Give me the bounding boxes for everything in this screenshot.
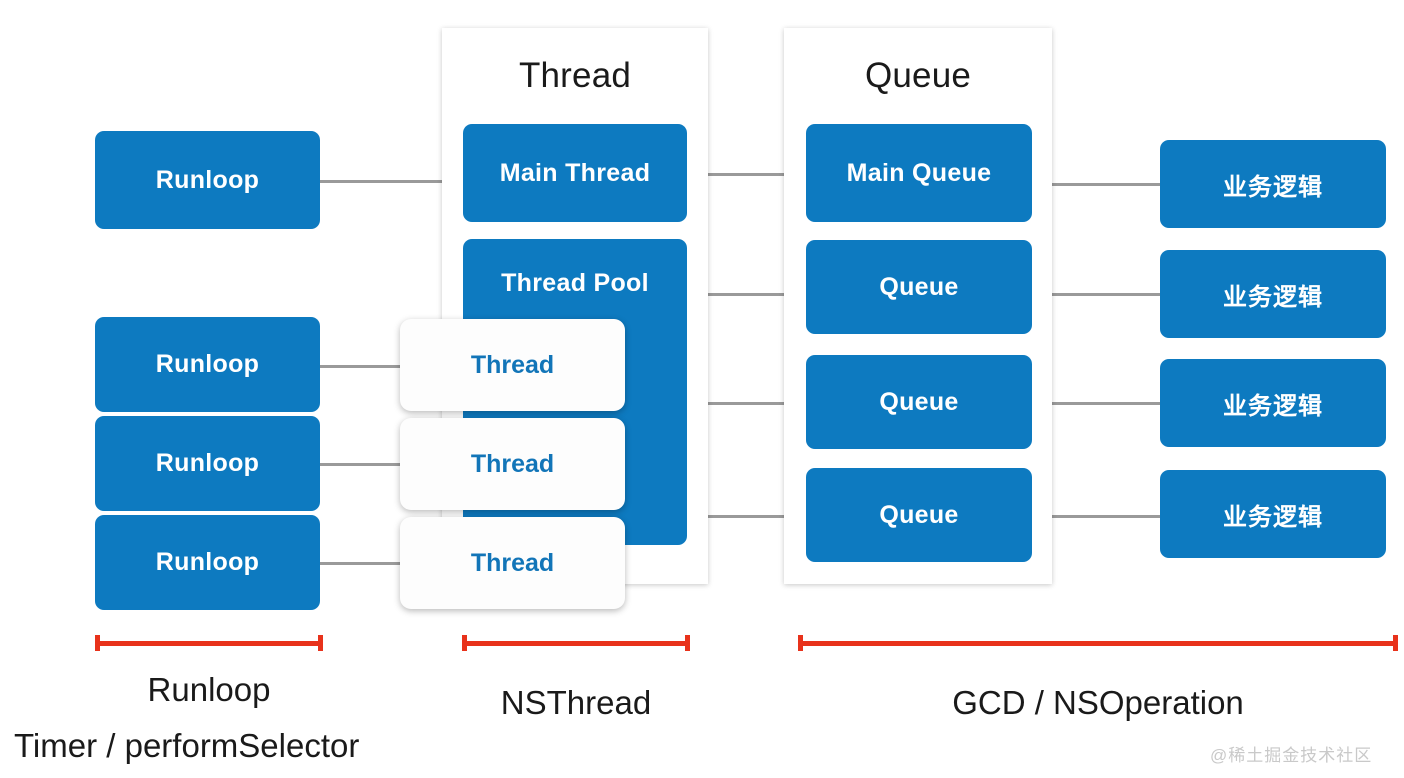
bracket-label-runloop: Runloop <box>147 671 271 708</box>
queue-box-1[interactable]: Queue <box>806 240 1032 334</box>
queue-box-3[interactable]: Queue <box>806 468 1032 562</box>
business-logic-box-3[interactable]: 业务逻辑 <box>1160 359 1386 447</box>
queue-panel-title: Queue <box>864 56 972 95</box>
runloop-box-1[interactable]: Runloop <box>95 131 320 229</box>
connector-mainqueue-business1 <box>1024 183 1172 186</box>
bracket-bar <box>462 641 690 646</box>
bracket-bar <box>95 641 323 646</box>
connector-runloop1-mainthread <box>310 180 478 183</box>
thread-card-2[interactable]: Thread <box>400 418 625 510</box>
bracket-runloop <box>95 635 323 651</box>
bracket-label-nsthread: NSThread <box>500 684 652 721</box>
bracket-cap-left <box>95 635 100 651</box>
bracket-gcd-nsoperation <box>798 635 1398 651</box>
connector-runloop3-thread2 <box>310 463 410 466</box>
connector-pool-queue2 <box>678 402 818 405</box>
business-logic-box-4[interactable]: 业务逻辑 <box>1160 470 1386 558</box>
bracket-nsthread <box>462 635 690 651</box>
bracket-bar <box>798 641 1398 646</box>
runloop-box-2[interactable]: Runloop <box>95 317 320 412</box>
thread-panel-title: Thread <box>518 56 632 95</box>
connector-runloop2-thread1 <box>310 365 410 368</box>
queue-box-2[interactable]: Queue <box>806 355 1032 449</box>
connector-pool-queue3 <box>678 515 818 518</box>
watermark: @稀土掘金技术社区 <box>1210 746 1373 765</box>
bracket-cap-right <box>318 635 323 651</box>
connector-queue2-business3 <box>1024 402 1172 405</box>
connector-queue3-business4 <box>1024 515 1172 518</box>
thread-card-1[interactable]: Thread <box>400 319 625 411</box>
bracket-cap-right <box>685 635 690 651</box>
bracket-cap-left <box>798 635 803 651</box>
main-queue-box[interactable]: Main Queue <box>806 124 1032 222</box>
runloop-box-4[interactable]: Runloop <box>95 515 320 610</box>
business-logic-box-2[interactable]: 业务逻辑 <box>1160 250 1386 338</box>
runloop-box-3[interactable]: Runloop <box>95 416 320 511</box>
bracket-cap-right <box>1393 635 1398 651</box>
bracket-label-gcd-nsoperation: GCD / NSOperation <box>952 684 1244 721</box>
business-logic-box-1[interactable]: 业务逻辑 <box>1160 140 1386 228</box>
thread-card-3[interactable]: Thread <box>400 517 625 609</box>
main-thread-box[interactable]: Main Thread <box>463 124 687 222</box>
connector-queue1-business2 <box>1024 293 1172 296</box>
bracket-cap-left <box>462 635 467 651</box>
connector-runloop4-thread3 <box>310 562 410 565</box>
connector-pool-queue1 <box>678 293 818 296</box>
connector-mainthread-mainqueue <box>678 173 818 176</box>
footnote-timer-performselector: Timer / performSelector <box>14 727 360 764</box>
